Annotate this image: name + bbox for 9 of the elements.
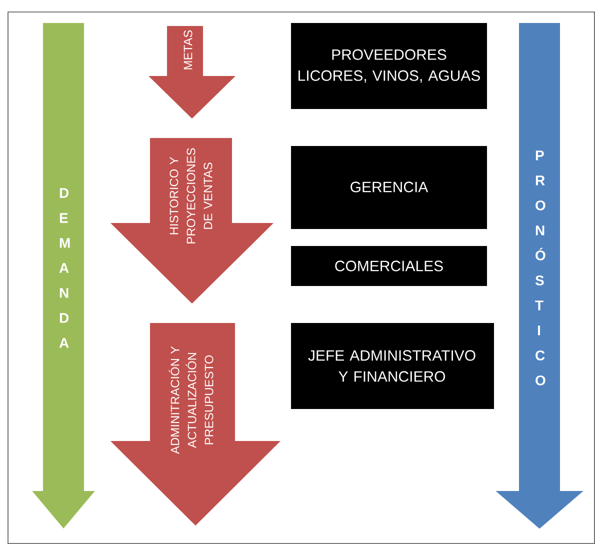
label-box: GERENCIA <box>289 144 489 231</box>
label-box: COMERCIALES <box>289 244 489 288</box>
label-box: PROVEEDORES LICORES, VINOS, AGUAS <box>289 21 489 111</box>
label-box: JEFE ADMINISTRATIVO Y FINANCIERO <box>289 321 496 411</box>
label-banner: HISTORICO Y PROYECCIONES DE VENTAS <box>106 136 278 306</box>
label-banner: ADMINITRACIÓN Y ACTUALIZACIÓN PRESUPUESTO <box>106 321 286 528</box>
label-banner: DEMANDA <box>28 21 100 532</box>
label-banner: PRONÓSTICO <box>490 21 589 532</box>
label-banner: METAS <box>144 24 240 122</box>
